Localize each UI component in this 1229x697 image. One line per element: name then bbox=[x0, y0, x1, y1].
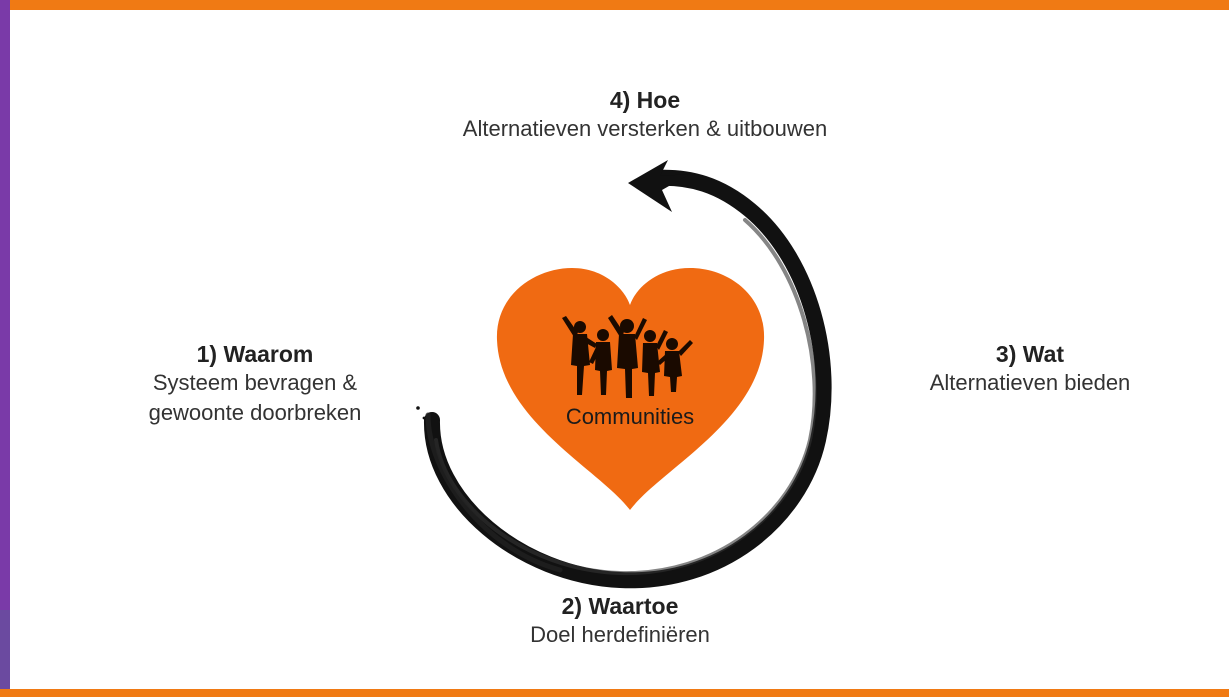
people-jumping-icon bbox=[562, 315, 693, 398]
arrow-head bbox=[628, 160, 690, 212]
frame-top-border bbox=[0, 0, 1229, 10]
step-1-title: 1) Waarom bbox=[196, 341, 314, 367]
cycle-arrow bbox=[423, 169, 832, 589]
frame-bottom-border bbox=[0, 689, 1229, 697]
step-3-wat: 3) Wat Alternatieven bieden bbox=[880, 340, 1180, 398]
step-3-title: 3) Wat bbox=[995, 341, 1065, 367]
step-1-description-line-1: Systeem bevragen & bbox=[152, 370, 358, 395]
brush-fleck bbox=[416, 406, 420, 410]
frame-left-border bbox=[0, 0, 10, 697]
step-3-description: Alternatieven bieden bbox=[929, 370, 1131, 395]
brush-fleck bbox=[422, 416, 426, 420]
step-2-waartoe: 2) Waartoe Doel herdefiniëren bbox=[440, 592, 800, 650]
step-1-description-line-2: gewoonte doorbreken bbox=[148, 400, 362, 425]
step-4-title: 4) Hoe bbox=[609, 87, 681, 113]
center-label: Communities bbox=[566, 404, 694, 429]
step-2-description: Doel herdefiniëren bbox=[530, 622, 710, 647]
frame-left-border-lower bbox=[0, 610, 10, 697]
step-2-title: 2) Waartoe bbox=[561, 593, 679, 619]
step-1-waarom: 1) Waarom Systeem bevragen & gewoonte do… bbox=[100, 340, 410, 428]
step-4-description: Alternatieven versterken & uitbouwen bbox=[462, 116, 828, 141]
step-4-hoe: 4) Hoe Alternatieven versterken & uitbou… bbox=[380, 86, 910, 144]
